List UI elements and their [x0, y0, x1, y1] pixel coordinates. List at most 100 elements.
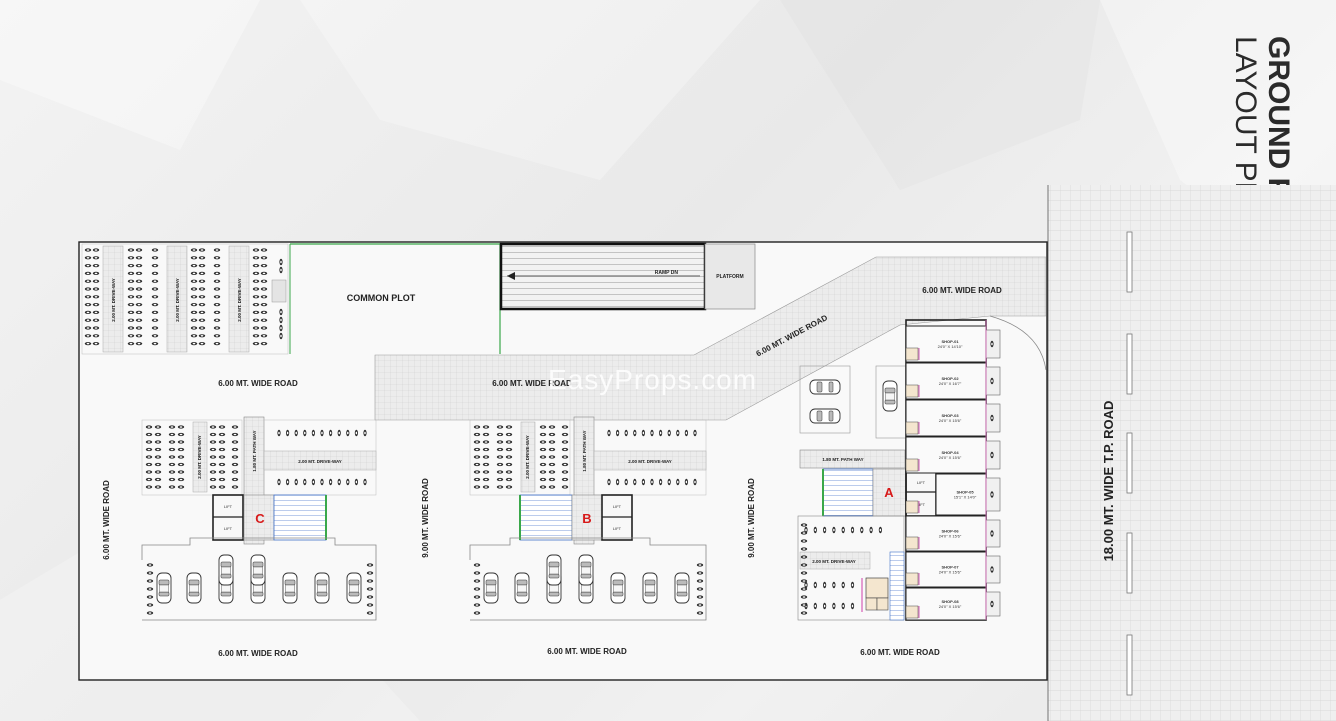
- toilet-block: [905, 384, 919, 398]
- bike-space: [659, 429, 663, 437]
- car-space: [514, 572, 530, 604]
- bike-space: [151, 295, 159, 299]
- bike-space: [496, 477, 504, 482]
- bike-space: [84, 310, 92, 314]
- car-space: [546, 554, 562, 586]
- bike-space: [800, 539, 808, 543]
- bike-space: [92, 303, 100, 307]
- car-space: [282, 572, 298, 604]
- bike-space: [127, 303, 135, 307]
- bike-space: [154, 470, 162, 474]
- bike-space: [127, 271, 135, 275]
- bike-space: [231, 485, 239, 489]
- bike-space: [209, 440, 217, 444]
- bike-space: [168, 462, 176, 467]
- bike-space: [154, 485, 162, 489]
- bike-space: [329, 429, 333, 437]
- bike-space: [84, 248, 92, 252]
- bike-space: [92, 342, 100, 346]
- driveway-label: 2.00 MT. DRIVE-WAY: [525, 435, 530, 479]
- bike-space: [800, 523, 808, 527]
- bike-space: [177, 462, 185, 467]
- bike-space: [696, 611, 704, 615]
- bike-space: [168, 455, 176, 459]
- bike-space: [641, 478, 645, 486]
- bike-space: [676, 478, 680, 486]
- bike-parking-top-left: [81, 243, 289, 355]
- bike-space: [209, 485, 217, 489]
- bike-space: [168, 485, 176, 489]
- bike-space: [696, 563, 704, 567]
- bike-space: [177, 470, 185, 474]
- bike-space: [539, 432, 547, 437]
- bike-space: [198, 287, 206, 291]
- bike-space: [607, 429, 611, 437]
- bike-space: [279, 308, 283, 316]
- bike-space: [209, 462, 217, 467]
- bike-space: [252, 318, 260, 322]
- bike-space: [252, 256, 260, 260]
- bike-space: [260, 310, 268, 314]
- bike-space: [496, 425, 504, 429]
- bike-space: [213, 342, 221, 346]
- bike-space: [473, 425, 481, 429]
- bike-space: [151, 326, 159, 330]
- driveway-label: 2.00 MT. DRIVE-WAY: [175, 278, 180, 322]
- bike-space: [832, 602, 836, 610]
- bike-space: [218, 477, 226, 482]
- block-a: [797, 365, 937, 621]
- bike-space: [561, 477, 569, 482]
- bike-space: [539, 447, 547, 452]
- bike-space: [363, 478, 367, 486]
- bike-space: [303, 429, 307, 437]
- bike-space: [260, 342, 268, 346]
- bike-space: [286, 429, 290, 437]
- bike-space: [696, 587, 704, 591]
- bike-space: [561, 447, 569, 452]
- shop-size: 24'0" X 15'6": [939, 534, 962, 539]
- shop-name: SHOP-07: [941, 565, 959, 570]
- shop-size: 24'0" X 14'10": [938, 344, 963, 349]
- bike-space: [145, 455, 153, 459]
- bike-space: [127, 318, 135, 322]
- bike-space: [151, 303, 159, 307]
- bike-space: [990, 600, 994, 608]
- bike-space: [92, 310, 100, 314]
- bike-space: [800, 571, 808, 575]
- bike-space: [505, 425, 513, 429]
- shop-name: SHOP-01: [941, 339, 959, 344]
- bike-space: [650, 429, 654, 437]
- shop-name: SHOP-03: [941, 413, 959, 418]
- bike-space: [279, 316, 283, 324]
- bike-space: [135, 310, 143, 314]
- bike-space: [213, 318, 221, 322]
- bike-space: [539, 477, 547, 482]
- ramp: [499, 242, 707, 311]
- bike-space: [561, 462, 569, 467]
- bike-space: [168, 447, 176, 452]
- tp-road-label: 18.00 MT. WIDE T.P. ROAD: [1101, 401, 1116, 562]
- shop-size: 24'0" X 15'6": [939, 455, 962, 460]
- bike-space: [135, 271, 143, 275]
- car-space: [578, 554, 594, 586]
- bike-space: [616, 478, 620, 486]
- bike-space: [190, 256, 198, 260]
- bike-space: [804, 581, 808, 589]
- bike-space: [127, 326, 135, 330]
- block-b-label: B: [582, 511, 591, 526]
- bike-space: [800, 563, 808, 567]
- bike-space: [548, 447, 556, 452]
- bike-space: [548, 470, 556, 474]
- bike-space: [277, 429, 281, 437]
- lift-label: LIFT: [917, 480, 926, 485]
- bike-space: [505, 440, 513, 444]
- bike-space: [154, 440, 162, 444]
- bike-space: [127, 279, 135, 283]
- shop-name: SHOP-08: [941, 599, 959, 604]
- bike-space: [154, 455, 162, 459]
- bike-space: [260, 279, 268, 283]
- toilet-block: [905, 536, 919, 550]
- bike-space: [252, 326, 260, 330]
- bike-space: [168, 470, 176, 474]
